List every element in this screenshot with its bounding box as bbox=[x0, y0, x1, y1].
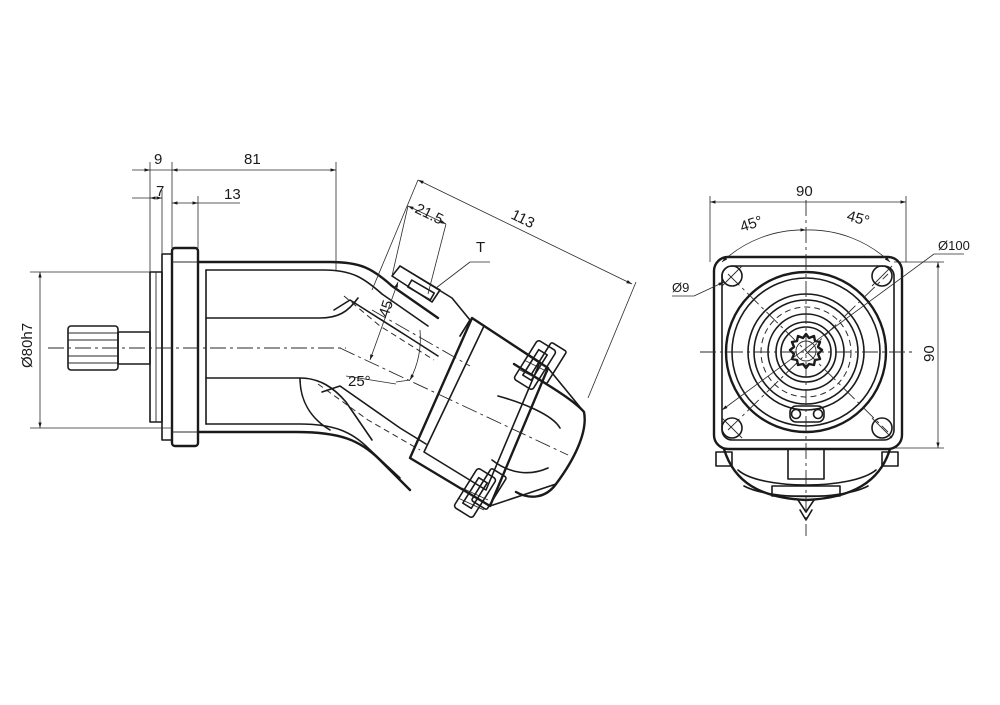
hole-9-label: Ø9 bbox=[672, 280, 689, 295]
dim-90-top-label: 90 bbox=[796, 183, 813, 200]
angle-45-right-label: 45° bbox=[845, 208, 871, 231]
bolt-upper bbox=[513, 339, 567, 391]
mounting-flange bbox=[149, 246, 200, 448]
dim-21-5-label: 21.5 bbox=[412, 200, 446, 228]
angle-45-left-label: 45° bbox=[738, 213, 765, 236]
mounting-hole-tr bbox=[871, 265, 893, 287]
front-lower-body bbox=[715, 447, 899, 521]
mounting-hole-br bbox=[871, 417, 893, 439]
dia-100-label: Ø100 bbox=[938, 238, 970, 253]
port-boss-t bbox=[391, 261, 490, 337]
dim-90-right-label: 90 bbox=[921, 345, 938, 362]
dia-80h7-label: Ø80h7 bbox=[19, 323, 36, 368]
port-centerline bbox=[371, 309, 471, 367]
dim-13-label: 13 bbox=[224, 186, 241, 203]
dim-9-label: 9 bbox=[154, 151, 162, 168]
port-plate bbox=[408, 316, 586, 508]
pump-housing bbox=[196, 260, 440, 492]
mounting-hole-bl bbox=[721, 417, 743, 439]
dim-45-label: 45 bbox=[376, 298, 397, 319]
dim-7-label: 7 bbox=[156, 183, 164, 200]
mounting-hole-tl bbox=[721, 265, 743, 287]
angle-25-label: 25° bbox=[348, 373, 371, 390]
bolt-lower bbox=[453, 467, 507, 519]
dim-113-label: 113 bbox=[508, 206, 537, 232]
dim-81-label: 81 bbox=[244, 151, 261, 168]
angled-centerline bbox=[339, 347, 569, 456]
port-t-label: T bbox=[476, 239, 485, 256]
front-view: 90 45° 45° Ø100 Ø9 90 bbox=[672, 183, 970, 536]
side-view: 9 81 7 13 Ø80h7 113 21.5 45 T bbox=[19, 151, 637, 519]
